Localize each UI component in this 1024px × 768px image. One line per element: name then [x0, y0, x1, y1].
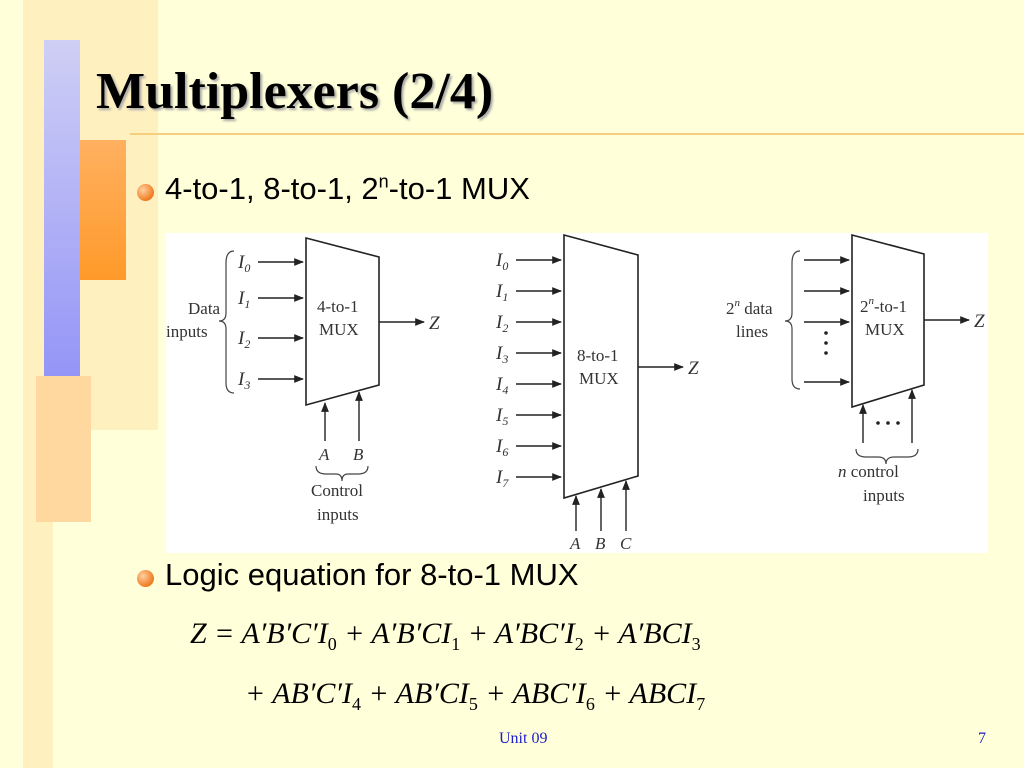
- mux2n-select-brace: [855, 448, 919, 465]
- mux2n-select-caption: n control: [838, 462, 899, 481]
- mux2n-side-label: lines: [736, 322, 768, 341]
- mux8-input-label: I2: [495, 312, 508, 335]
- mux2n-select-caption: inputs: [863, 486, 905, 505]
- equation-term: + A′BCI3: [583, 617, 701, 654]
- bullet-icon: [137, 184, 154, 201]
- mux2n-input-brace: [784, 250, 801, 390]
- equation-term: + A′BC′I2: [460, 617, 584, 654]
- mux8-input-label: I3: [495, 343, 508, 366]
- mux8-input-label: I5: [495, 405, 508, 428]
- mux8-select-label: B: [595, 534, 606, 553]
- mux4-select-brace: [315, 465, 369, 482]
- mux8-input-label: I6: [495, 436, 508, 459]
- equation-term: + A′B′CI1: [336, 617, 461, 654]
- bullet-text: 4-to-1, 8-to-1, 2: [165, 171, 379, 206]
- mux8-body: [563, 233, 639, 500]
- mux4-side-label: Data: [188, 299, 221, 318]
- mux4-input-label: I2: [237, 328, 250, 351]
- bullet-mux-sizes: 4-to-1, 8-to-1, 2n-to-1 MUX: [165, 171, 530, 207]
- equation-term: + AB′CI5: [360, 677, 478, 714]
- mux-4-to-1: I0 I1 I2 I3 Data inputs 4-to-1 MUX Z A B…: [166, 236, 440, 524]
- equation-line-1: Z = A′B′C′I0 + A′B′CI1 + A′BC′I2 + A′BCI…: [190, 617, 701, 655]
- title-rule: [130, 133, 1024, 135]
- equation-term: + AB′C′I4: [245, 677, 361, 714]
- bullet-text: -to-1 MUX: [388, 171, 530, 206]
- mux8-select-label: A: [569, 534, 581, 553]
- mux4-select-caption: inputs: [317, 505, 359, 524]
- mux2n-ellipsis-dot: [886, 421, 890, 425]
- mux-diagram: I0 I1 I2 I3 Data inputs 4-to-1 MUX Z A B…: [166, 233, 988, 553]
- mux4-block-label: MUX: [319, 320, 359, 339]
- mux4-body: [305, 236, 380, 407]
- mux2n-block-label: 2n-to-1: [860, 295, 907, 316]
- mux4-input-brace: [218, 250, 235, 394]
- mux8-input-label: I4: [495, 374, 508, 397]
- mux4-input-label: I3: [237, 369, 250, 392]
- bullet-logic-equation: Logic equation for 8-to-1 MUX: [165, 557, 579, 592]
- equation-term: Z = A′B′C′I0: [190, 617, 337, 654]
- mux2n-block-label: MUX: [865, 320, 905, 339]
- mux4-output-label: Z: [429, 313, 440, 334]
- mux8-input-label: I0: [495, 250, 508, 273]
- footer-unit: Unit 09: [499, 730, 548, 747]
- bullet-icon: [137, 570, 154, 587]
- mux-diagram-svg: I0 I1 I2 I3 Data inputs 4-to-1 MUX Z A B…: [166, 233, 985, 553]
- mux2n-ellipsis-dot: [824, 341, 828, 345]
- mux-2n-to-1: 2n data lines 2n-to-1 MUX Z n control in…: [726, 233, 985, 505]
- mux4-block-label: 4-to-1: [317, 297, 359, 316]
- equation-term: + ABC′I6: [477, 677, 595, 714]
- mux2n-side-label: 2n data: [726, 297, 773, 318]
- mux2n-ellipsis-dot: [876, 421, 880, 425]
- mux-8-to-1: I0 I1 I2 I3 I4 I5 I6 I7 8-to-1 MUX Z A B…: [495, 233, 699, 553]
- mux4-side-label: inputs: [166, 322, 208, 341]
- slide-title: Multiplexers (2/4): [96, 63, 494, 120]
- footer-page-number: 7: [978, 730, 986, 747]
- mux8-input-label: I1: [495, 281, 508, 304]
- mux4-select-label: B: [353, 445, 364, 464]
- mux8-output-label: Z: [688, 358, 699, 379]
- mux2n-ellipsis-dot: [824, 351, 828, 355]
- mux2n-ellipsis-dot: [824, 331, 828, 335]
- decor-blue-bar: [44, 40, 80, 436]
- mux4-select-caption: Control: [311, 481, 363, 500]
- mux8-block-label: 8-to-1: [577, 346, 619, 365]
- mux8-block-label: MUX: [579, 369, 619, 388]
- mux8-select-label: C: [620, 534, 632, 553]
- mux8-input-label: I7: [495, 467, 509, 490]
- mux2n-ellipsis-dot: [896, 421, 900, 425]
- decor-tan-block: [36, 376, 91, 522]
- mux4-input-label: I1: [237, 288, 250, 311]
- mux4-input-label: I0: [237, 252, 250, 275]
- mux2n-output-label: Z: [974, 311, 985, 332]
- equation-term: + ABCI7: [594, 677, 706, 714]
- bullet-superscript: n: [378, 171, 389, 192]
- mux4-select-label: A: [318, 445, 330, 464]
- mux2n-body: [851, 233, 925, 409]
- equation-line-2: + AB′C′I4 + AB′CI5 + ABC′I6 + ABCI7: [245, 677, 705, 715]
